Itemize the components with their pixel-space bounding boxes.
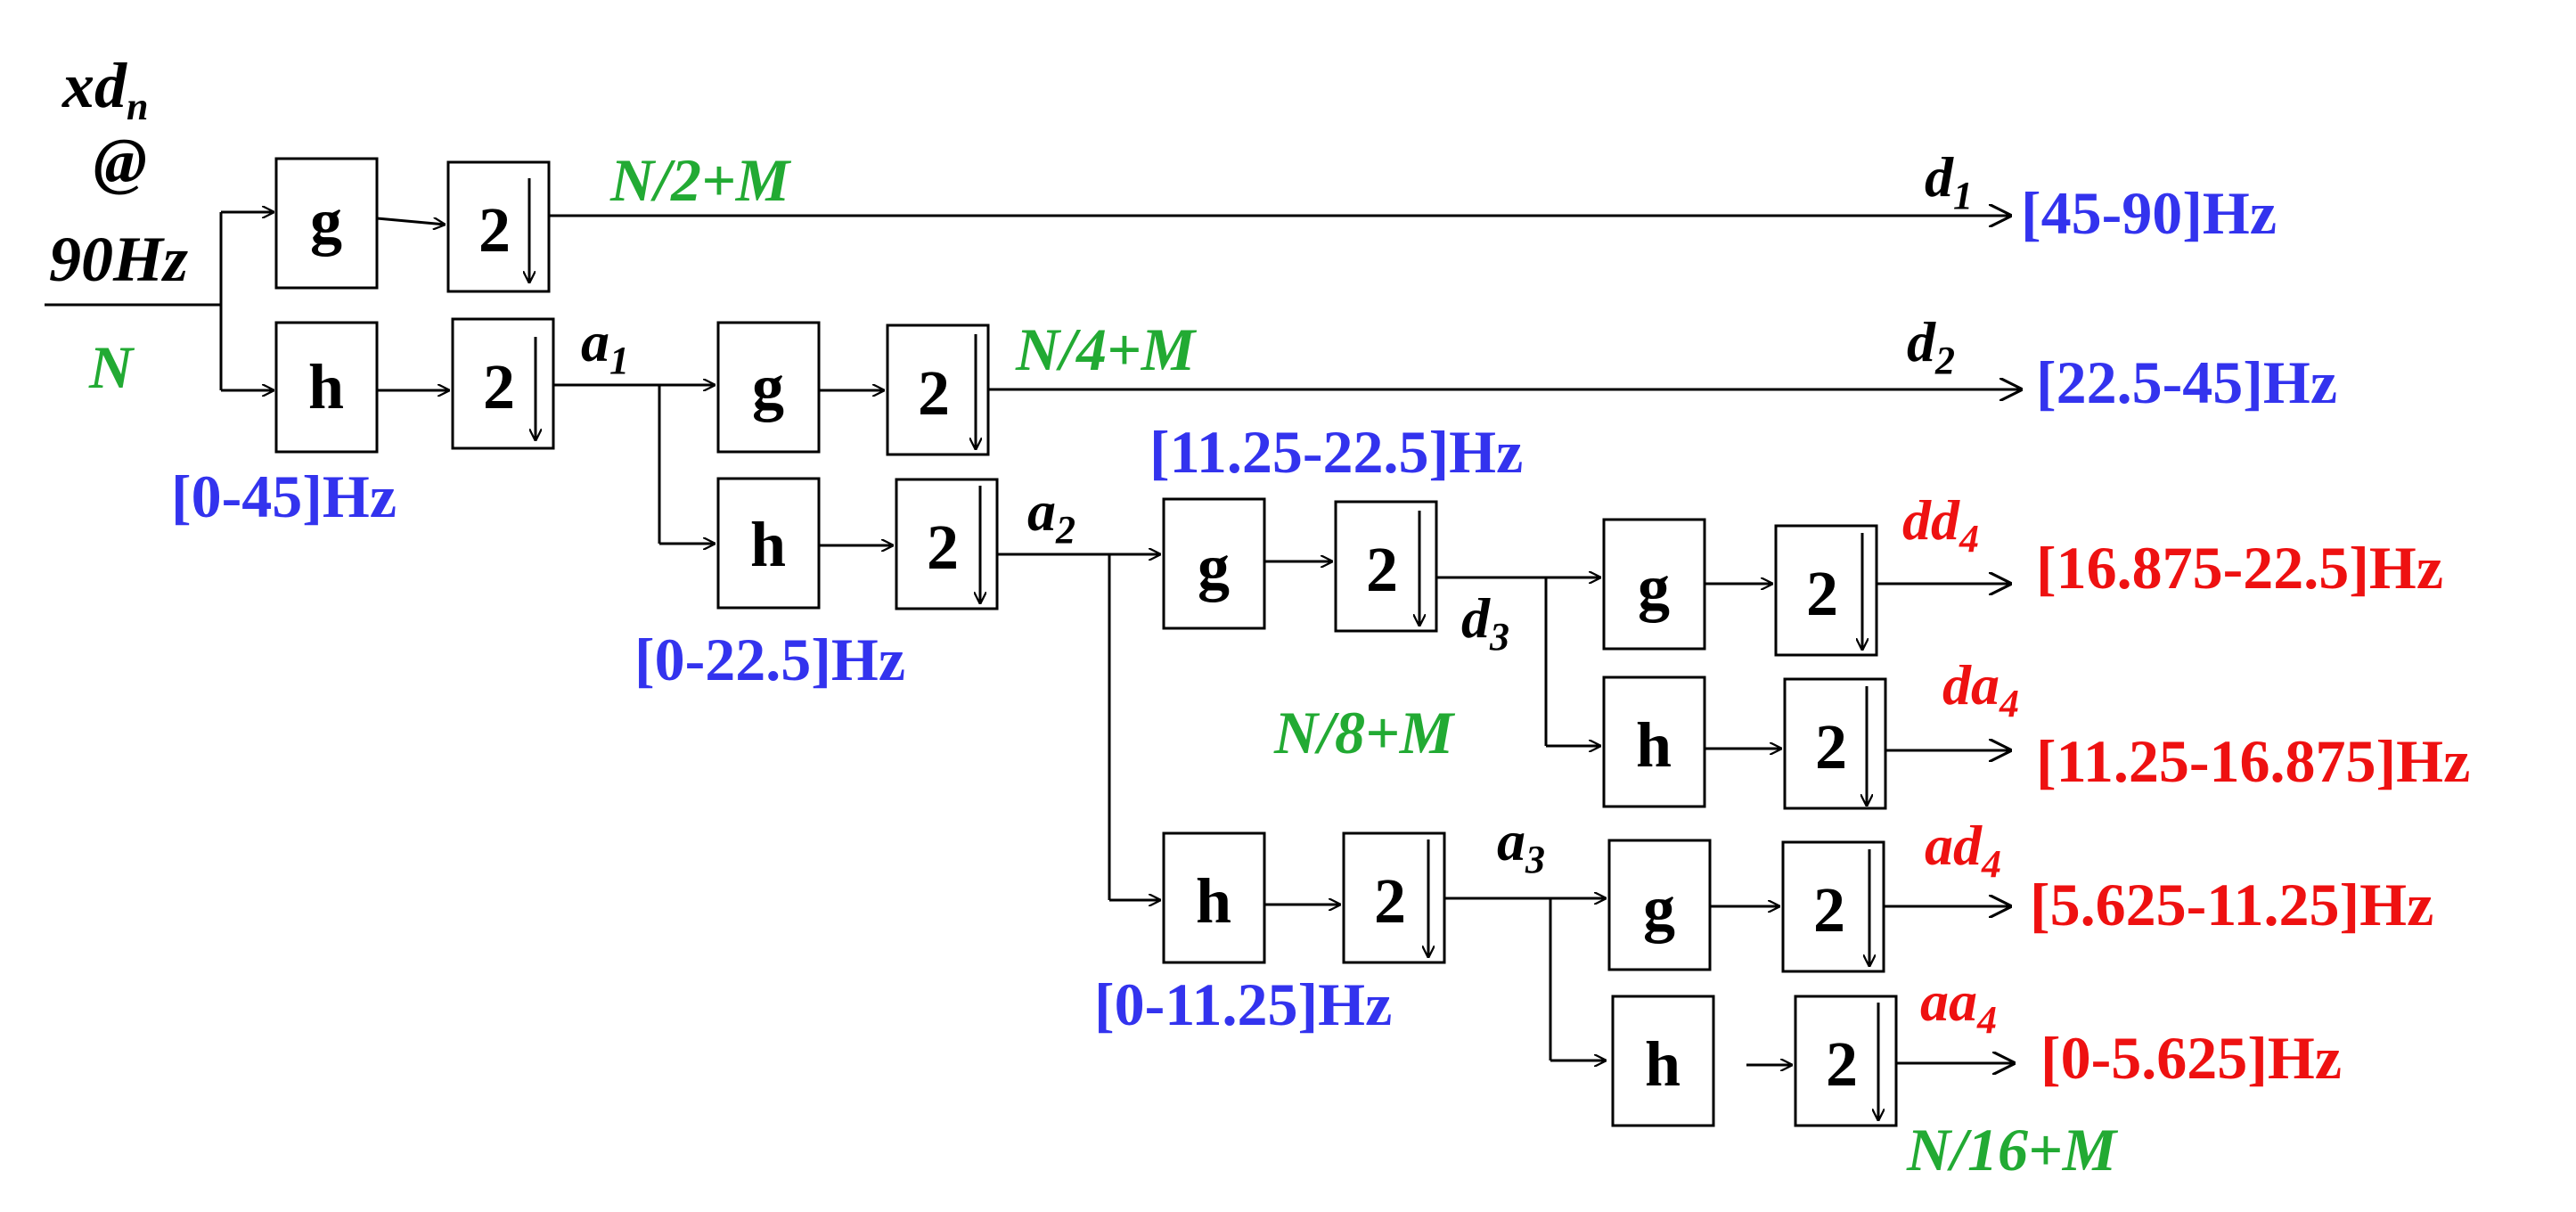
signal-label-a3: a3 bbox=[1497, 809, 1545, 881]
svg-text:2: 2 bbox=[1374, 865, 1406, 937]
input-at-label: @ bbox=[94, 126, 147, 197]
filter-g-level2: g bbox=[716, 321, 821, 454]
filter-h-level3: h bbox=[1162, 831, 1266, 964]
band-label-a1: [0-45]Hz bbox=[171, 463, 397, 530]
svg-text:2: 2 bbox=[927, 512, 959, 583]
svg-text:h: h bbox=[308, 351, 344, 422]
signal-label-dd4: dd4 bbox=[1902, 488, 1979, 561]
band-label-d3: [11.25-22.5]Hz bbox=[1149, 418, 1523, 486]
band-label-d1: [45-90]Hz bbox=[2021, 179, 2277, 247]
length-label-l3: N/8+M bbox=[1273, 699, 1456, 766]
svg-text:2: 2 bbox=[478, 194, 511, 266]
signal-label-d3: d3 bbox=[1461, 586, 1509, 659]
filter-h-level2: h bbox=[716, 477, 821, 610]
signal-label-a1: a1 bbox=[581, 310, 629, 382]
svg-text:g: g bbox=[1198, 531, 1230, 602]
signal-label-ad4: ad4 bbox=[1925, 814, 2001, 886]
svg-text:h: h bbox=[1645, 1028, 1681, 1100]
downsample-level3-upper: 2 bbox=[1334, 500, 1438, 633]
band-label-d2: [22.5-45]Hz bbox=[2036, 348, 2337, 416]
svg-text:g: g bbox=[752, 351, 784, 422]
band-label-aa4: [0-5.625]Hz bbox=[2040, 1024, 2342, 1092]
downsample-level2-upper: 2 bbox=[886, 323, 990, 456]
svg-text:2: 2 bbox=[918, 357, 950, 429]
svg-text:g: g bbox=[310, 185, 342, 257]
svg-text:2: 2 bbox=[483, 351, 515, 422]
filter-g-level4-upper: g bbox=[1602, 518, 1706, 651]
band-label-da4: [11.25-16.875]Hz bbox=[2036, 727, 2470, 795]
downsample-level1-upper: 2 bbox=[446, 160, 551, 293]
band-label-ad4: [5.625-11.25]Hz bbox=[2030, 871, 2433, 938]
signal-label-da4: da4 bbox=[1942, 653, 2019, 725]
length-label-l2: N/4+M bbox=[1015, 315, 1198, 383]
svg-text:g: g bbox=[1643, 872, 1675, 944]
svg-text:2: 2 bbox=[1813, 874, 1845, 946]
downsample-level3-lower: 2 bbox=[1342, 831, 1446, 964]
input-signal-label: xdn bbox=[61, 50, 148, 128]
filter-h-level4-upper: h bbox=[1602, 676, 1706, 808]
input-length-label: N bbox=[88, 333, 135, 401]
svg-text:h: h bbox=[1196, 865, 1231, 937]
svg-text:2: 2 bbox=[1366, 534, 1398, 605]
downsample-level4-dd: 2 bbox=[1774, 524, 1878, 657]
band-label-a3: [0-11.25]Hz bbox=[1094, 970, 1392, 1038]
filter-g-level1: g bbox=[274, 157, 379, 290]
signal-label-aa4: aa4 bbox=[1920, 970, 1997, 1042]
signal-label-d2: d2 bbox=[1907, 310, 1955, 382]
input-rate-label: 90Hz bbox=[49, 224, 188, 295]
arrow-g1-to-dec bbox=[376, 217, 446, 225]
band-label-dd4: [16.875-22.5]Hz bbox=[2036, 534, 2443, 602]
filter-h-level1: h bbox=[274, 321, 379, 454]
downsample-level4-ad: 2 bbox=[1781, 840, 1885, 973]
downsample-level4-aa: 2 bbox=[1794, 995, 1898, 1127]
downsample-level1-lower: 2 bbox=[451, 317, 555, 450]
downsample-level2-lower: 2 bbox=[895, 478, 999, 610]
svg-text:h: h bbox=[750, 509, 786, 580]
downsample-level4-da: 2 bbox=[1783, 677, 1887, 810]
svg-text:g: g bbox=[1638, 552, 1670, 623]
filter-h-level4-lower: h bbox=[1611, 995, 1715, 1127]
filter-g-level4-lower: g bbox=[1607, 839, 1712, 971]
svg-text:2: 2 bbox=[1806, 558, 1838, 629]
length-label-l4: N/16+M bbox=[1906, 1116, 2119, 1183]
signal-label-d1: d1 bbox=[1925, 145, 1973, 217]
signal-label-a2: a2 bbox=[1027, 479, 1075, 552]
svg-text:2: 2 bbox=[1826, 1028, 1858, 1100]
length-label-l1: N/2+M bbox=[609, 146, 792, 214]
filter-g-level3: g bbox=[1162, 497, 1266, 630]
svg-text:2: 2 bbox=[1815, 711, 1847, 782]
band-label-a2: [0-22.5]Hz bbox=[634, 626, 905, 693]
svg-text:h: h bbox=[1636, 709, 1672, 781]
